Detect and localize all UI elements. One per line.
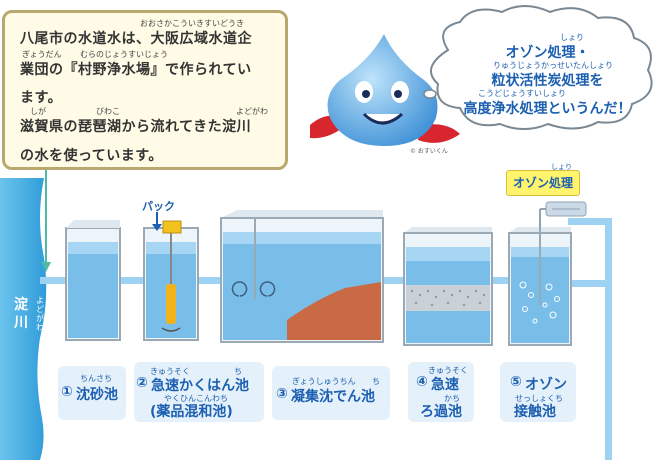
- ruby-gyoudan: ぎょうだん: [22, 50, 62, 59]
- stage-4-ruby2: かち: [444, 394, 460, 403]
- stage-4-name: 急速: [431, 377, 459, 393]
- tank-3: [220, 210, 384, 343]
- river-ruby: よどがわ: [36, 296, 44, 332]
- stage-1-ruby: ちんさち: [80, 374, 112, 383]
- stage-5-ruby: せっしょくち: [515, 394, 563, 403]
- stage-3-name: 凝集沈でん池: [291, 389, 375, 405]
- tank-2: [143, 224, 199, 341]
- stage-1-name: 沈砂池: [76, 387, 118, 403]
- tank-4: [403, 227, 493, 346]
- stage-2-name: 急速かくはん池: [151, 378, 249, 394]
- cloud-ruby-1: しょり: [560, 33, 584, 42]
- stage-5-name2: 接触池: [514, 404, 556, 420]
- stage-5-box: [500, 362, 576, 422]
- stage-5-number: ⑤: [510, 374, 522, 390]
- tank-5: [508, 225, 572, 346]
- stage-1-number: ①: [61, 384, 73, 400]
- river-label: 淀川: [14, 297, 28, 331]
- info-line-3: ます。: [20, 90, 63, 106]
- stage-3-ruby2: ち: [372, 377, 380, 386]
- stage-3-ruby: ぎょうしゅうちん: [292, 377, 356, 386]
- pack-box-icon: [162, 220, 182, 234]
- stage-5-name: オゾン: [525, 377, 567, 393]
- ruby-yodogawa: よどがわ: [236, 107, 268, 116]
- ozone-tag-ruby: しょり: [551, 163, 572, 171]
- info-line-5: の水を使っています。: [20, 148, 163, 164]
- cloud-ruby-2: りゅうじょうかっせいたんしょり: [493, 61, 613, 70]
- stage-2-sub-ruby: やくひんこんわち: [164, 394, 228, 403]
- stage-3-box: [272, 366, 390, 420]
- stage-2-number: ②: [136, 375, 148, 391]
- stage-1-box: [58, 366, 126, 420]
- stage-2-ruby2: ち: [234, 367, 242, 376]
- ozone-tag: オゾン処理: [506, 170, 580, 196]
- info-line-1: 八尾市の水道水は、大阪広域水道企: [20, 31, 252, 47]
- ozone-tag-label: オゾン処理: [512, 176, 573, 190]
- stage-2-sub: (薬品混和池): [150, 404, 233, 420]
- stage-4-box: [408, 362, 474, 422]
- ozone-generator-icon: [539, 201, 587, 228]
- pack-arrow-icon: [152, 212, 162, 231]
- cloud-line-1: オゾン処理・: [505, 45, 590, 61]
- tank-1: [65, 220, 121, 341]
- ruby-shiga: しが: [30, 107, 46, 116]
- stage-2-box: [134, 362, 264, 422]
- cloud-line-2: 粒状活性炭処理を: [491, 73, 604, 89]
- ruby-osaka: おおさかこういきすいどうき: [140, 19, 244, 28]
- river-shape: [0, 178, 47, 460]
- stage-3-number: ③: [276, 386, 288, 402]
- info-line-4: 滋賀県の琵琶湖から流れてきた淀川: [20, 119, 252, 135]
- mascot-credit: © おすいくん: [410, 148, 448, 155]
- cloud-line-3: 高度浄水処理というんだ！: [463, 101, 632, 117]
- ruby-murano: むらのじょうすいじょう: [80, 50, 168, 59]
- water-drop-mascot: [310, 34, 460, 146]
- stage-4-name2: ろ過池: [420, 404, 462, 420]
- ruby-biwako: びわこ: [96, 107, 120, 116]
- stage-4-number: ④: [416, 374, 428, 390]
- info-box: [2, 10, 288, 170]
- stage-4-ruby: きゅうそく: [428, 366, 468, 375]
- stage-2-ruby: きゅうそく: [150, 367, 190, 376]
- pack-label: パック: [142, 200, 175, 213]
- cloud-ruby-3: こうどじょうすいしょり: [478, 89, 566, 98]
- info-line-2: 業団の『村野浄水場』で作られてい: [20, 62, 252, 78]
- cloud-bubble: [423, 5, 653, 130]
